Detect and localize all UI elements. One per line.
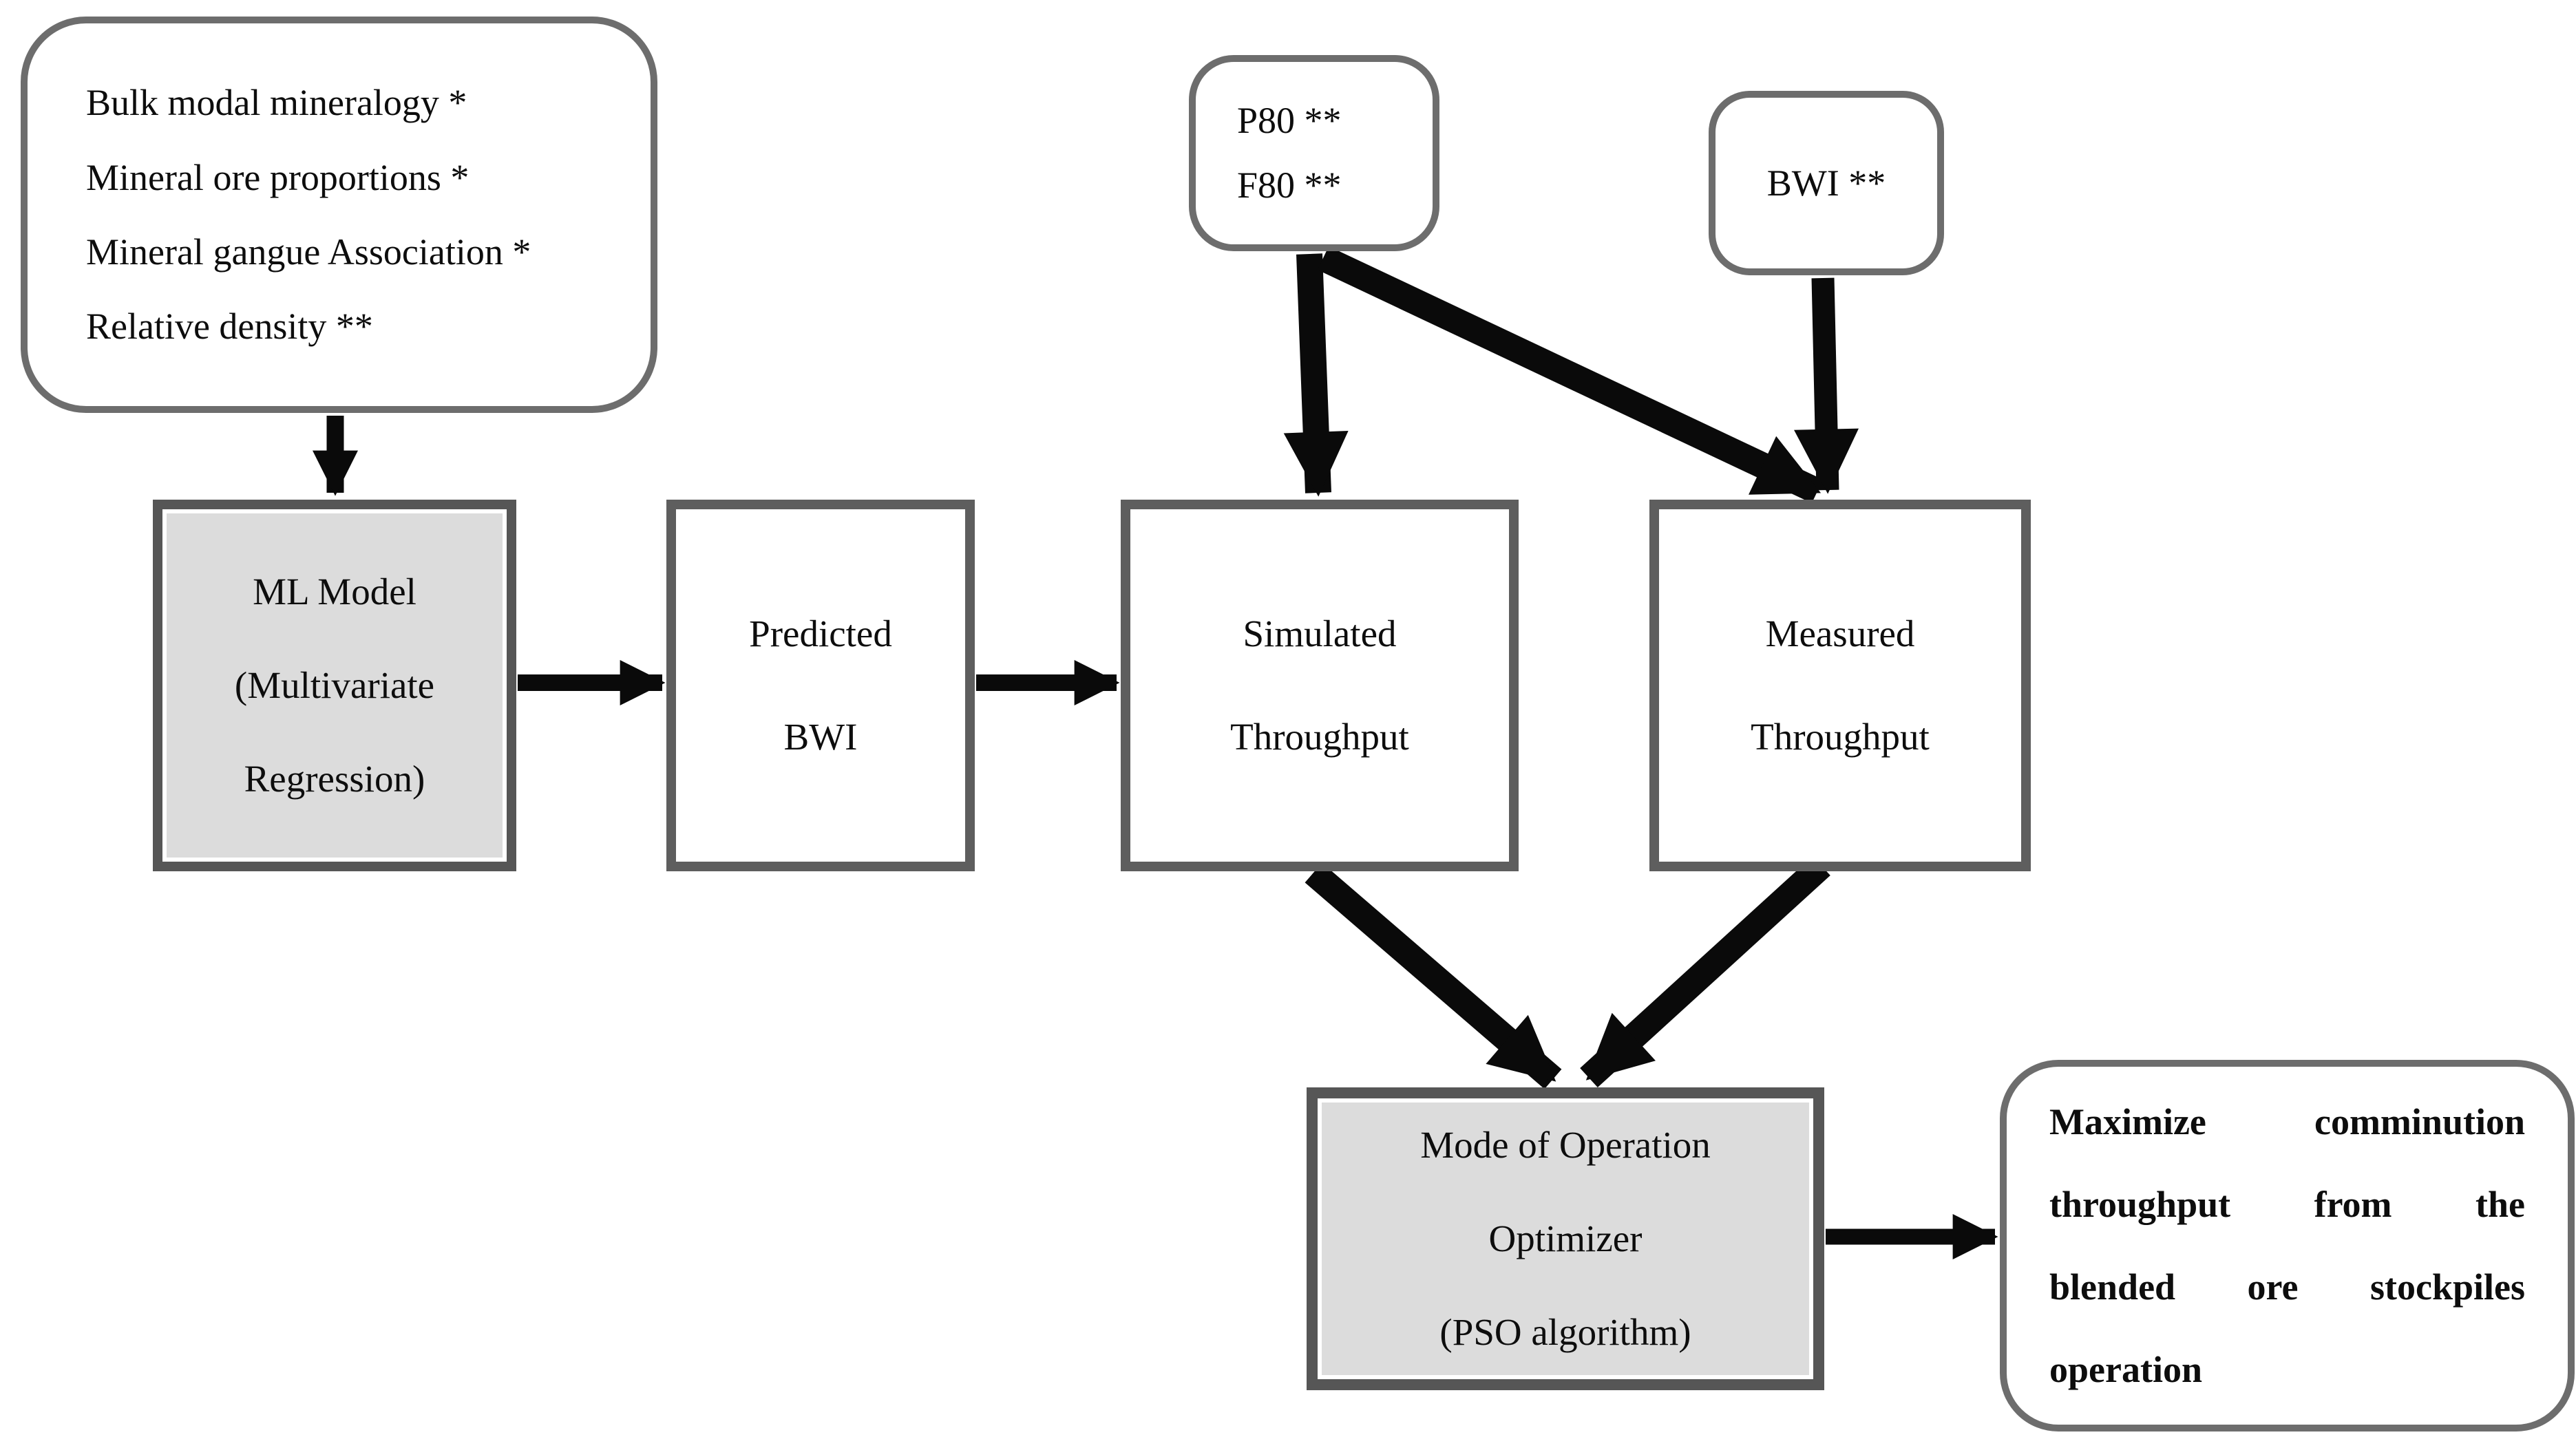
arrow-psd-to-simulated bbox=[1283, 253, 1349, 497]
measured-throughput-line-2: Throughput bbox=[1751, 716, 1930, 758]
bwi-label: BWI ** bbox=[1766, 162, 1886, 204]
node-mineralogy-inputs: Bulk modal mineralogy * Mineral ore prop… bbox=[21, 17, 657, 413]
predicted-bwi-line-2: BWI bbox=[783, 716, 858, 758]
arrow-bwi-to-measured bbox=[1794, 277, 1859, 494]
ml-model-line-2: (Multivariate bbox=[234, 664, 435, 706]
arrow-measured-to-optimizer bbox=[1580, 855, 1830, 1088]
node-p80-f80: P80 ** F80 ** bbox=[1189, 55, 1439, 251]
input-line-mineral-gangue-association: Mineral gangue Association * bbox=[86, 231, 531, 273]
arrow-simulated-to-optimizer bbox=[1305, 862, 1562, 1089]
objective-line-4: operation bbox=[2049, 1349, 2202, 1390]
node-simulated-throughput: Simulated Throughput bbox=[1121, 500, 1519, 871]
input-line-bulk-modal-mineralogy: Bulk modal mineralogy * bbox=[86, 82, 467, 124]
ml-model-line-3: Regression) bbox=[244, 758, 425, 800]
node-optimizer: Mode of Operation Optimizer (PSO algorit… bbox=[1307, 1087, 1824, 1390]
arrow-psd-to-measured bbox=[1317, 246, 1824, 504]
psd-line-f80: F80 ** bbox=[1237, 164, 1342, 206]
simulated-throughput-line-2: Throughput bbox=[1230, 716, 1409, 758]
optimizer-line-1: Mode of Operation bbox=[1420, 1124, 1711, 1166]
psd-line-p80: P80 ** bbox=[1237, 100, 1342, 142]
input-line-relative-density: Relative density ** bbox=[86, 305, 373, 347]
node-predicted-bwi: Predicted BWI bbox=[666, 500, 975, 871]
optimizer-line-2: Optimizer bbox=[1488, 1217, 1643, 1259]
simulated-throughput-line-1: Simulated bbox=[1243, 613, 1397, 654]
measured-throughput-line-1: Measured bbox=[1765, 613, 1915, 654]
node-ml-model: ML Model (Multivariate Regression) bbox=[153, 500, 516, 871]
optimizer-line-3: (PSO algorithm) bbox=[1439, 1311, 1691, 1353]
objective-line-1: Maximize comminution bbox=[2049, 1101, 2525, 1142]
ml-model-line-1: ML Model bbox=[253, 571, 416, 613]
node-bwi: BWI ** bbox=[1709, 91, 1944, 275]
objective-line-2: throughput from the bbox=[2049, 1184, 2525, 1225]
input-line-mineral-ore-proportions: Mineral ore proportions * bbox=[86, 156, 469, 198]
node-measured-throughput: Measured Throughput bbox=[1649, 500, 2031, 871]
node-objective: Maximize comminution throughput from the… bbox=[2000, 1060, 2575, 1431]
objective-line-3: blended ore stockpiles bbox=[2049, 1266, 2525, 1308]
predicted-bwi-line-1: Predicted bbox=[749, 613, 892, 654]
